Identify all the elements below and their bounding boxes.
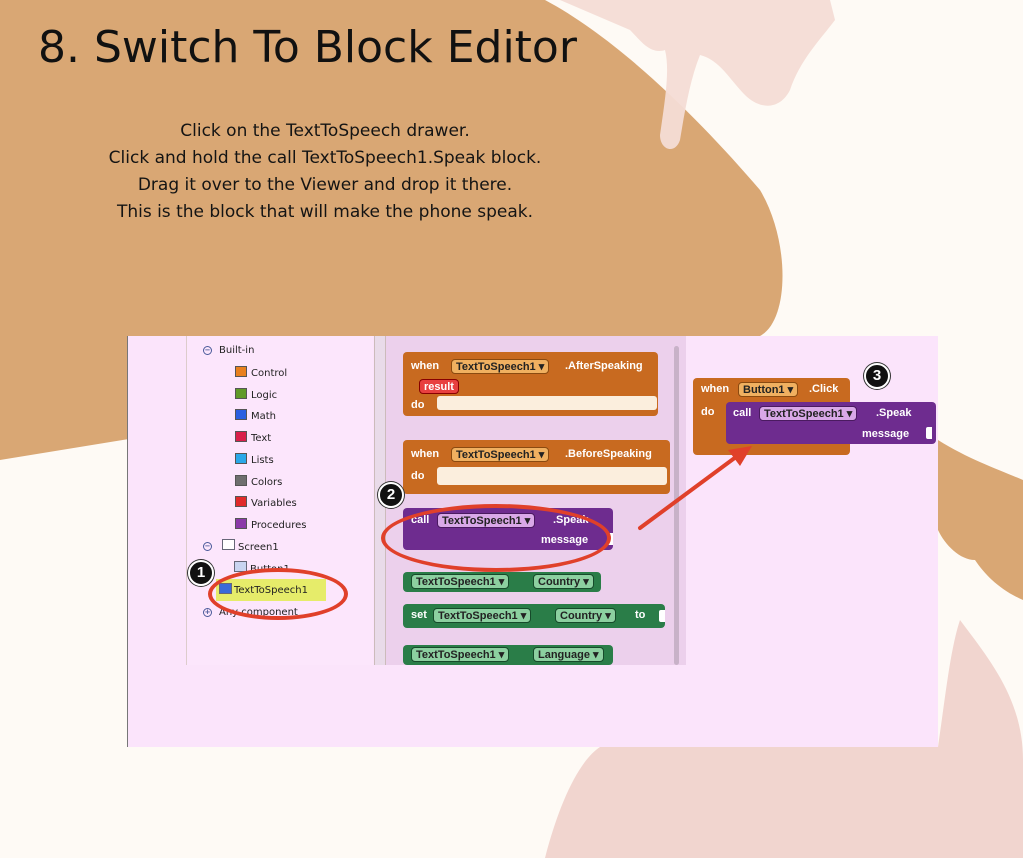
slide-title: 8. Switch To Block Editor — [38, 22, 577, 73]
dropdown-arrow-icon: ▾ — [520, 610, 527, 622]
dropdown-arrow-icon: ▾ — [583, 576, 589, 588]
component-name: TextToSpeech1 — [416, 649, 496, 661]
event-name: .BeforeSpeaking — [565, 448, 652, 460]
block-keyword: do — [701, 406, 715, 418]
block-keyword: to — [635, 609, 646, 621]
statement-slot — [437, 396, 657, 410]
component-dropdown[interactable]: Button1 ▾ — [738, 382, 799, 397]
dropdown-arrow-icon: ▾ — [538, 361, 545, 373]
callout-badge-3: 3 — [864, 363, 890, 389]
result-parameter[interactable]: result — [419, 379, 459, 394]
component-dropdown[interactable]: TextToSpeech1 ▾ — [759, 406, 858, 421]
drawer-label: Variables — [251, 498, 297, 509]
input-socket — [659, 610, 665, 622]
drawer-flyout: when TextToSpeech1 ▾ .AfterSpeaking resu… — [386, 336, 686, 665]
dropdown-arrow-icon: ▾ — [498, 576, 505, 588]
component-name: TextToSpeech1 — [456, 449, 536, 461]
country-getter-block[interactable]: TextToSpeech1 ▾ Country ▾ — [403, 572, 601, 592]
dropdown-arrow-icon: ▾ — [787, 384, 794, 396]
component-dropdown[interactable]: TextToSpeech1 ▾ — [451, 359, 550, 374]
component-name: TextToSpeech1 — [764, 408, 844, 420]
drag-arrow-icon — [638, 446, 752, 530]
callout-badge-1: 1 — [188, 560, 214, 586]
dropdown-arrow-icon: ▾ — [593, 649, 599, 661]
block-keyword: when — [701, 383, 730, 395]
property-dropdown[interactable]: Country ▾ — [533, 574, 594, 589]
control-swatch-icon — [235, 366, 247, 377]
country-setter-block[interactable]: set TextToSpeech1 ▾ Country ▾ to — [403, 604, 665, 628]
collapse-icon[interactable]: − — [203, 346, 212, 355]
property-name: Country — [560, 610, 603, 622]
instruction-line: Drag it over to the Viewer and drop it t… — [137, 175, 513, 195]
drawer-label: Control — [251, 368, 288, 379]
drawer-label: Procedures — [251, 520, 307, 531]
drawer-label: Colors — [251, 477, 283, 488]
dropdown-arrow-icon: ▾ — [605, 610, 611, 622]
property-name: Country — [538, 576, 581, 588]
drawer-label: Text — [251, 433, 272, 444]
block-keyword: when — [411, 448, 440, 460]
collapse-icon[interactable]: − — [203, 542, 212, 551]
screen-label[interactable]: Screen1 — [238, 542, 279, 553]
instruction-line: Click and hold the call TextToSpeech1.Sp… — [108, 148, 542, 168]
hand-shape-top-right — [560, 0, 835, 150]
blocks-viewer: when Button1 ▾ .Click do call TextToSpee… — [686, 336, 938, 747]
pink-blob-shape — [545, 620, 1023, 858]
instruction-line: Click on the TextToSpeech drawer. — [180, 121, 470, 141]
block-keyword: set — [411, 609, 427, 621]
component-name: TextToSpeech1 — [438, 610, 518, 622]
component-dropdown[interactable]: TextToSpeech1 ▾ — [433, 608, 532, 623]
after-speaking-event-block[interactable]: when TextToSpeech1 ▾ .AfterSpeaking resu… — [403, 352, 658, 416]
nested-speak-method-block[interactable]: call TextToSpeech1 ▾ .Speak message — [726, 402, 936, 444]
dropdown-arrow-icon: ▾ — [538, 449, 545, 461]
block-keyword: do — [411, 470, 425, 482]
blocks-editor-screenshot: − Built-in Control Logic Math Text Lists… — [127, 336, 938, 747]
event-name: .Click — [809, 383, 839, 395]
statement-slot — [437, 467, 667, 485]
expand-icon[interactable]: + — [203, 608, 212, 617]
callout-badge-2: 2 — [378, 482, 404, 508]
component-dropdown[interactable]: TextToSpeech1 ▾ — [411, 647, 510, 662]
block-keyword: when — [411, 360, 440, 372]
event-name: .AfterSpeaking — [565, 360, 643, 372]
hand-shape-right — [938, 440, 1023, 600]
instructions: Click on the TextToSpeech drawer. Click … — [40, 118, 610, 226]
block-keyword: do — [411, 399, 425, 411]
component-name: TextToSpeech1 — [416, 576, 496, 588]
math-swatch-icon — [235, 409, 247, 420]
highlight-ring-speak-block — [381, 504, 611, 572]
component-dropdown[interactable]: TextToSpeech1 ▾ — [411, 574, 510, 589]
colors-swatch-icon — [235, 475, 247, 486]
property-name: Language — [538, 649, 590, 661]
argument-label: message — [862, 428, 910, 440]
dropdown-arrow-icon: ▾ — [498, 649, 505, 661]
component-dropdown[interactable]: TextToSpeech1 ▾ — [451, 447, 550, 462]
text-swatch-icon — [235, 431, 247, 442]
component-name: TextToSpeech1 — [456, 361, 536, 373]
variables-swatch-icon — [235, 496, 247, 507]
builtin-label[interactable]: Built-in — [219, 345, 255, 356]
property-dropdown[interactable]: Language ▾ — [533, 647, 604, 662]
component-name: Button1 — [743, 384, 785, 396]
drawer-label: Math — [251, 411, 277, 422]
dropdown-arrow-icon: ▾ — [846, 408, 853, 420]
input-socket — [926, 427, 932, 439]
instruction-line: This is the block that will make the pho… — [116, 202, 534, 222]
procedures-swatch-icon — [235, 518, 247, 529]
highlight-ring-component — [208, 568, 348, 620]
drawer-label: Lists — [251, 455, 274, 466]
flyout-scrollbar[interactable] — [674, 346, 679, 665]
language-getter-block[interactable]: TextToSpeech1 ▾ Language ▾ — [403, 645, 613, 665]
property-dropdown[interactable]: Country ▾ — [555, 608, 616, 623]
logic-swatch-icon — [235, 388, 247, 399]
before-speaking-event-block[interactable]: when TextToSpeech1 ▾ .BeforeSpeaking do — [403, 440, 670, 494]
drawer-label: Logic — [251, 390, 278, 401]
lists-swatch-icon — [235, 453, 247, 464]
method-name: .Speak — [876, 407, 912, 419]
screen-icon — [222, 539, 235, 550]
block-keyword: call — [733, 407, 752, 419]
